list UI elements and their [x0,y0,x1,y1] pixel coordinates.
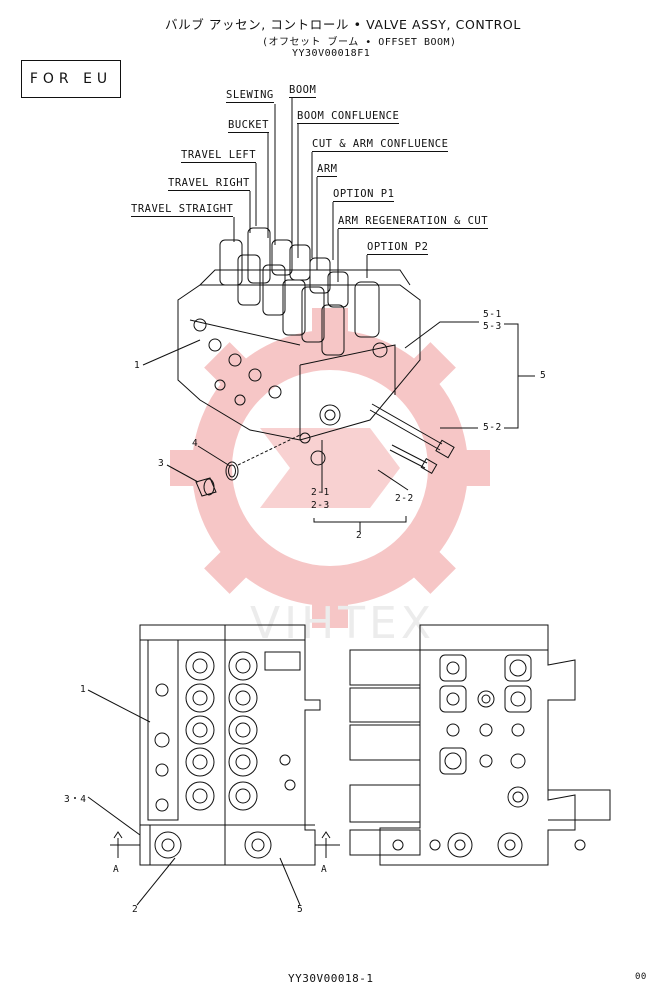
part-number-5-3: 5-3 [483,321,502,332]
page-subtitle: (オフセット ブーム • OFFSET BOOM) [262,37,457,48]
part-number-5-1: 5-1 [483,309,502,320]
part-number-3: 3 [158,458,165,469]
lower-part-number-3-4: 3・4 [64,794,87,805]
part-number-1: 1 [134,360,141,371]
section-marker-a-left: A [113,864,120,875]
section-marker-a-right: A [321,864,328,875]
label-arm: ARM [317,163,338,177]
page-title: バルブ アッセン, コントロール • VALVE ASSY, CONTROL [165,17,521,32]
lower-part-number-1: 1 [80,684,87,695]
page-number: 00 [635,972,647,982]
label-travel-right: TRAVEL RIGHT [168,177,250,191]
part-number-2-2: 2-2 [395,493,414,504]
part-number-4: 4 [192,438,199,449]
label-boom: BOOM [289,84,317,98]
lower-part-number-5: 5 [297,904,304,915]
label-boom-confluence: BOOM CONFLUENCE [297,110,400,124]
label-option-p1: OPTION P1 [333,188,395,202]
part-number-2-1: 2-1 [311,487,330,498]
label-arm-regeneration-cut: ARM REGENERATION & CUT [338,215,489,229]
label-travel-straight: TRAVEL STRAIGHT [131,203,234,217]
drawing-code: YY30V00018-1 [288,972,374,985]
label-option-p2: OPTION P2 [367,241,429,255]
label-slewing: SLEWING [226,89,274,103]
rear-view [349,624,611,866]
label-bucket: BUCKET [228,119,269,133]
part-number-2: 2 [356,530,363,541]
label-travel-left: TRAVEL LEFT [181,149,257,163]
lower-part-number-2: 2 [132,904,139,915]
front-view [139,624,321,866]
label-cut-arm-confluence: CUT & ARM CONFLUENCE [312,138,449,152]
region-badge: FOR EU [21,60,121,98]
part-code: YY30V00018F1 [292,48,371,59]
part-number-5-2: 5-2 [483,422,502,433]
part-number-5: 5 [540,370,547,381]
part-number-2-3: 2-3 [311,500,330,511]
